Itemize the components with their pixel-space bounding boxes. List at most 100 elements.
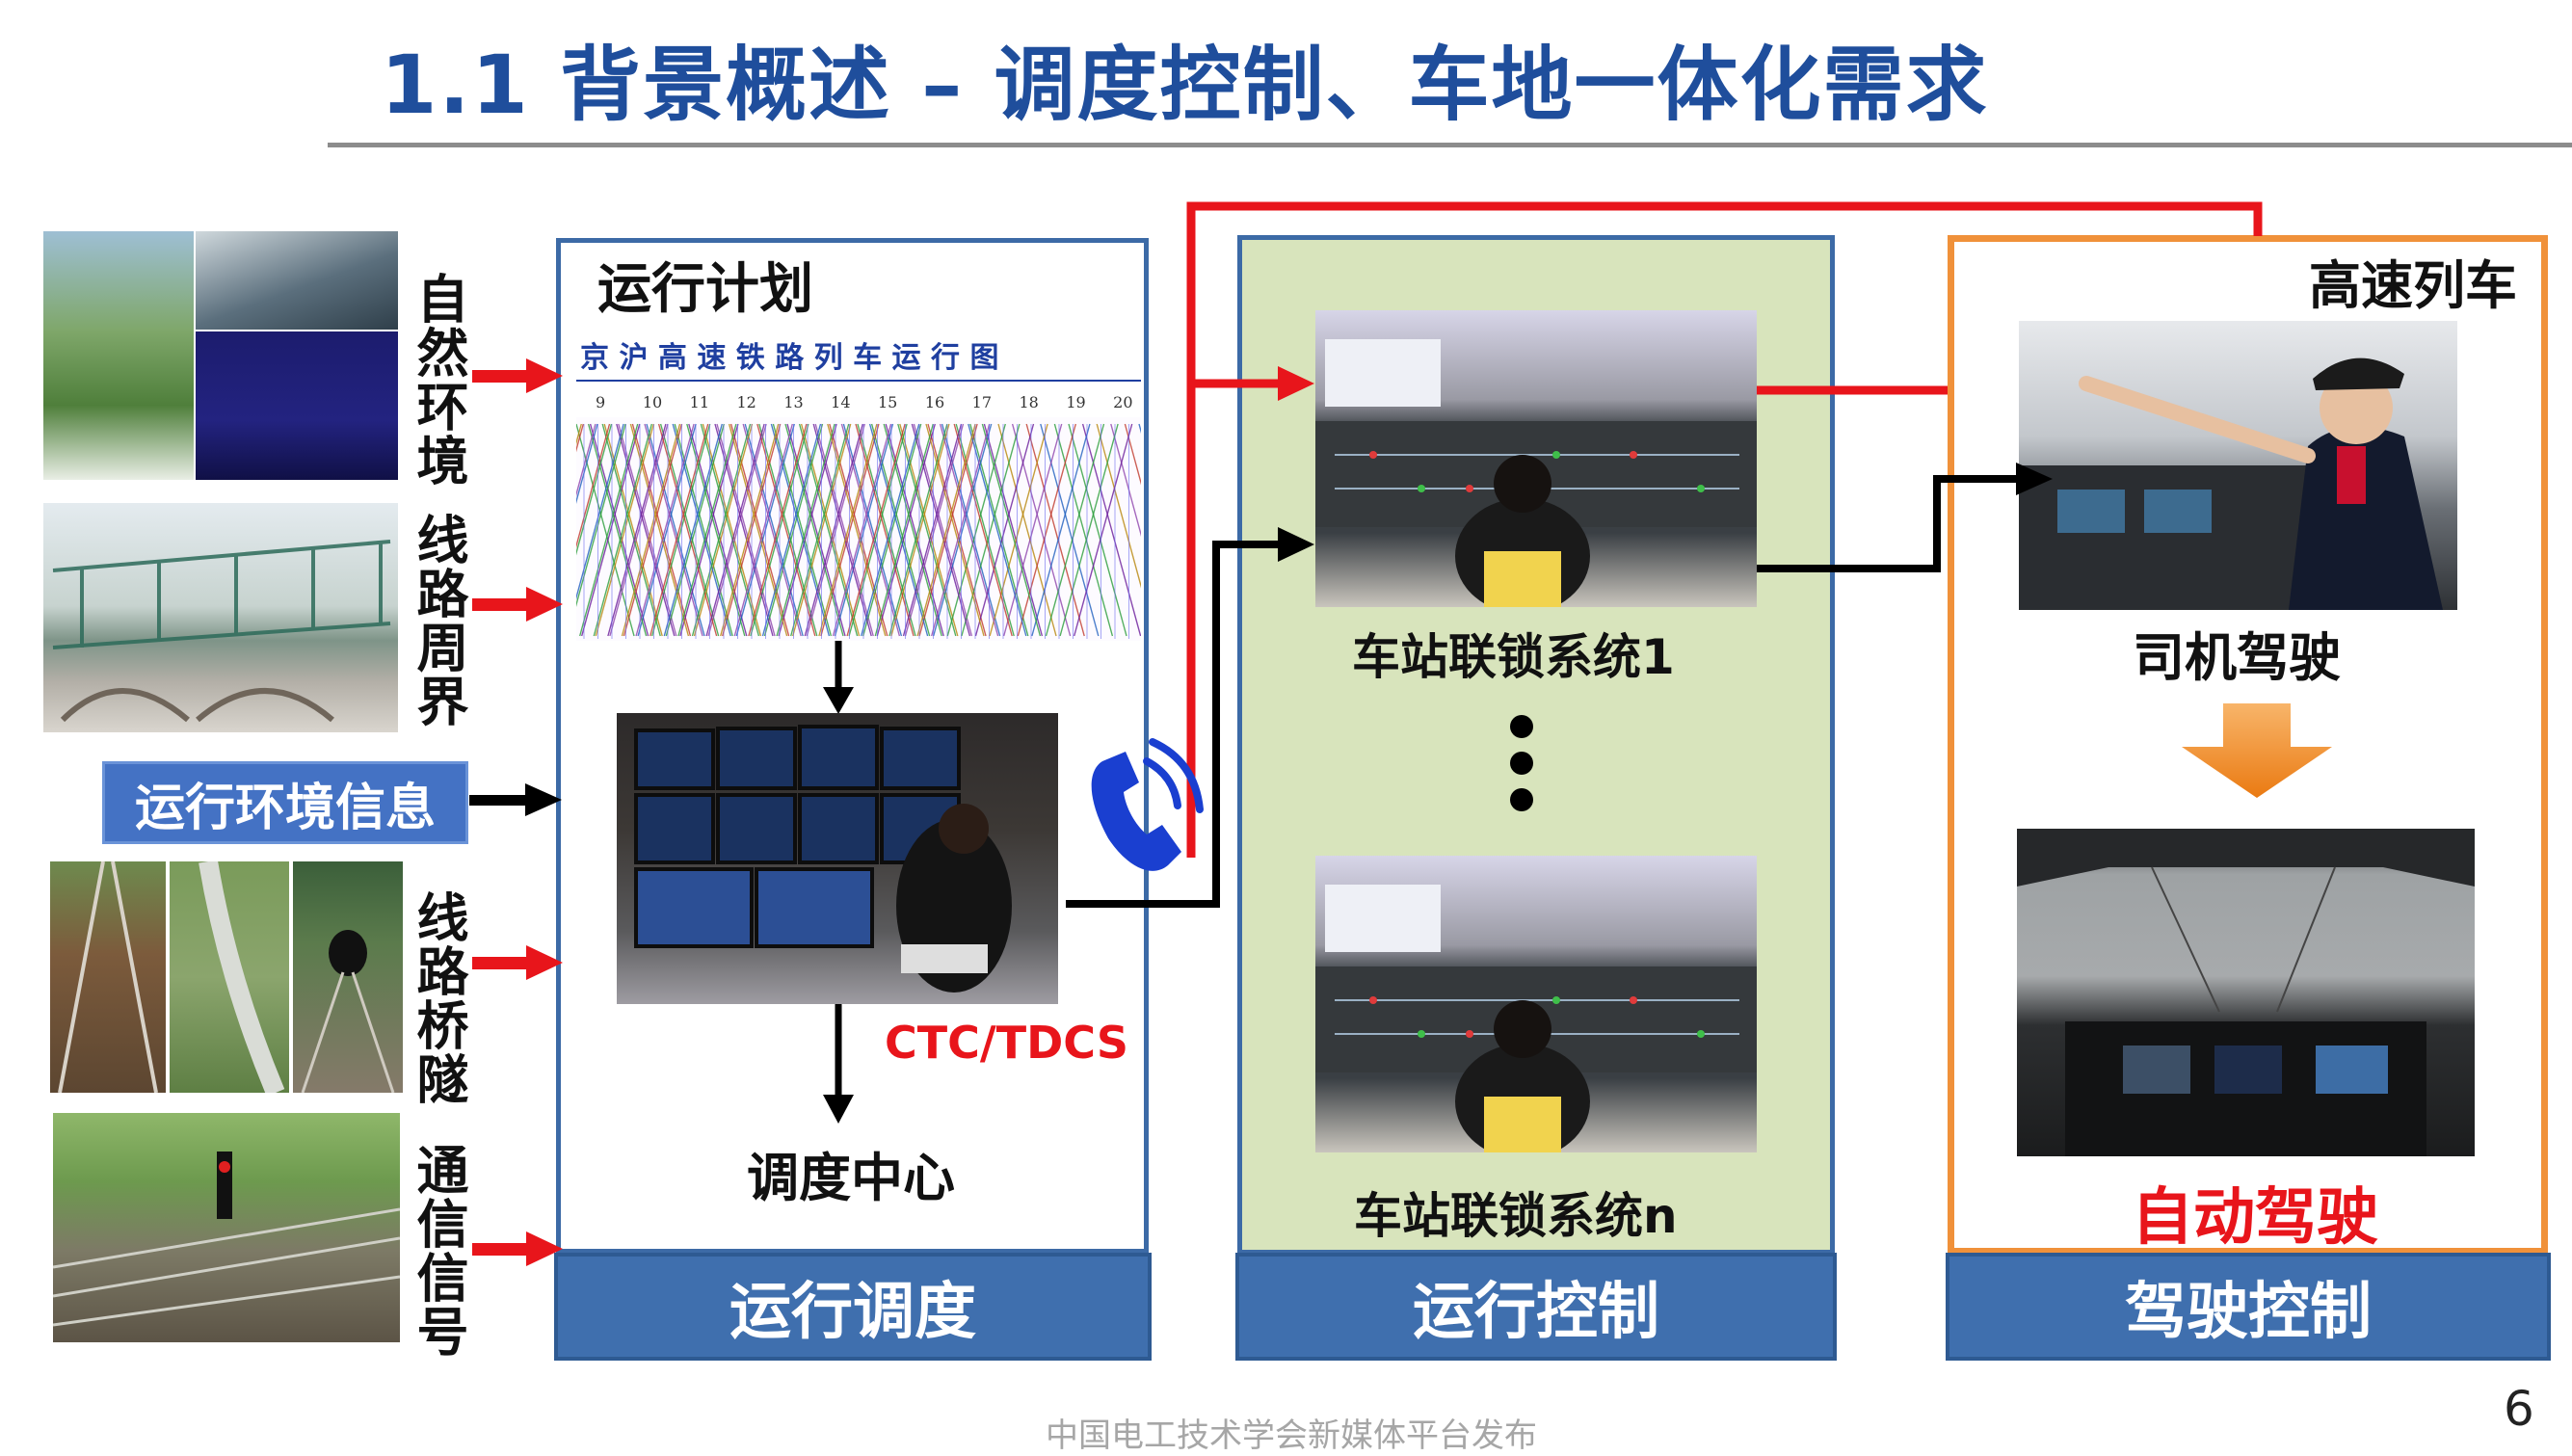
timetable-train-line <box>1040 423 1100 637</box>
label-bridge-tunnel: 线路桥隧 <box>408 890 468 1106</box>
timetable-train-line <box>846 423 906 637</box>
timetable-train-line <box>776 423 835 637</box>
dispatch-center-label: 调度中心 <box>747 1148 955 1208</box>
timetable-hour-label: 14 <box>831 393 850 411</box>
arrow-signal <box>472 1243 528 1256</box>
timetable-train-line <box>904 423 965 637</box>
timetable-train-line <box>827 423 887 637</box>
timetable-train-line <box>931 423 991 637</box>
driver-photo <box>2019 321 2457 610</box>
manual-driving-label: 司机驾驶 <box>2133 627 2341 688</box>
timetable-train-line <box>832 423 892 637</box>
arrow-plan-to-ctc <box>823 641 854 714</box>
timetable-hour-label: 15 <box>878 393 897 411</box>
timetable-train-line <box>916 423 976 637</box>
natural-photo-trees <box>43 231 194 480</box>
phone-icon <box>1091 738 1204 871</box>
timetable-hour-label: 12 <box>737 393 756 411</box>
timetable-train-line <box>720 423 780 637</box>
timetable-train-line <box>665 423 725 637</box>
timetable-train-line <box>862 423 922 637</box>
arrow-ctc-to-center <box>823 1004 854 1124</box>
timetable-train-line <box>946 423 1006 637</box>
run-plan-label: 运行计划 <box>597 258 813 321</box>
timetable-train-line <box>1003 423 1063 637</box>
timetable-train-line <box>679 423 739 637</box>
timetable-train-line <box>784 423 844 637</box>
timetable-train-line <box>607 423 667 637</box>
ellipsis-dot <box>1510 715 1533 738</box>
timetable-train-line <box>705 423 765 637</box>
timetable-train-line <box>1068 423 1127 637</box>
timetable-train-line <box>818 423 878 637</box>
timetable-train-line <box>961 423 1021 637</box>
station-interlock-photo-1 <box>1315 310 1757 607</box>
dispatch-footer: 运行调度 <box>554 1253 1152 1361</box>
timetable-train-line <box>686 423 746 637</box>
timetable-train-line <box>804 423 863 637</box>
arrow-red-to-station <box>1278 366 1314 401</box>
timetable-train-line <box>933 423 993 637</box>
title-divider <box>328 143 2572 147</box>
timetable-hour-label: 18 <box>1020 393 1039 411</box>
timetable-train-line <box>790 423 850 637</box>
label-line-perimeter: 线路周界 <box>408 513 468 728</box>
timetable-train-line <box>761 423 822 637</box>
timetable-hour-label: 17 <box>972 393 992 411</box>
timetable-train-line <box>989 423 1048 637</box>
env-info-box: 运行环境信息 <box>102 761 468 844</box>
timetable-train-line <box>890 423 950 637</box>
timetable-hour-label: 9 <box>596 393 605 411</box>
timetable-train-line <box>700 423 760 637</box>
timetable-train-line <box>581 423 641 637</box>
timetable-train-line <box>770 423 831 637</box>
station-interlock-1-label: 车站联锁系统1 <box>1352 629 1675 685</box>
timetable-train-line <box>968 423 1027 637</box>
timetable-train-line <box>635 423 695 637</box>
timetable-train-line <box>798 423 859 637</box>
timetable-train-line <box>883 423 942 637</box>
ctc-tdcs-label: CTC/TDCS <box>885 1017 1128 1069</box>
timetable-train-line <box>812 423 872 637</box>
timetable-train-line <box>565 423 624 637</box>
ctc-dispatch-photo <box>617 713 1058 1004</box>
timetable-train-line <box>874 423 934 637</box>
timetable-train-line <box>953 423 1013 637</box>
bridge-photo-viaduct <box>170 861 289 1093</box>
timetable-train-line <box>748 423 808 637</box>
timetable-train-line <box>911 423 971 637</box>
timetable-train-line <box>1011 423 1072 637</box>
timetable-train-line <box>848 423 908 637</box>
high-speed-train-label: 高速列车 <box>2309 255 2517 316</box>
timetable-hour-label: 19 <box>1066 393 1085 411</box>
timetable-train-line <box>939 423 999 637</box>
timetable-train-line <box>1025 423 1085 637</box>
timetable-train-line <box>897 423 957 637</box>
timetable-train-line <box>609 423 669 637</box>
timetable-train-line <box>918 423 978 637</box>
station-interlock-n-label: 车站联锁系统n <box>1354 1188 1678 1244</box>
timetable-train-line <box>595 423 654 637</box>
timetable-train-line <box>868 423 929 637</box>
natural-photo-night <box>196 331 398 480</box>
timetable-train-line <box>623 423 683 637</box>
timetable-train-line <box>1031 423 1091 637</box>
timetable-train-line <box>1045 423 1105 637</box>
timetable-train-line <box>997 423 1057 637</box>
timetable-train-line <box>1081 423 1142 637</box>
timetable-train-line <box>756 423 816 637</box>
timetable-train-line <box>888 423 948 637</box>
timetable-train-line <box>657 423 718 637</box>
station-interlock-photo-n <box>1315 856 1757 1152</box>
tunnel-photo <box>293 861 403 1093</box>
arrow-perimeter <box>472 598 528 611</box>
timetable-train-line <box>650 423 709 637</box>
timetable-train-line <box>691 423 752 637</box>
autopilot-cab-photo <box>2017 829 2475 1156</box>
label-comm-signal: 通信信号 <box>408 1143 468 1359</box>
source-footer: 中国电工技术学会新媒体平台发布 <box>1046 1416 1537 1455</box>
timetable-train-line <box>677 423 737 637</box>
fence-drawing <box>52 540 391 723</box>
